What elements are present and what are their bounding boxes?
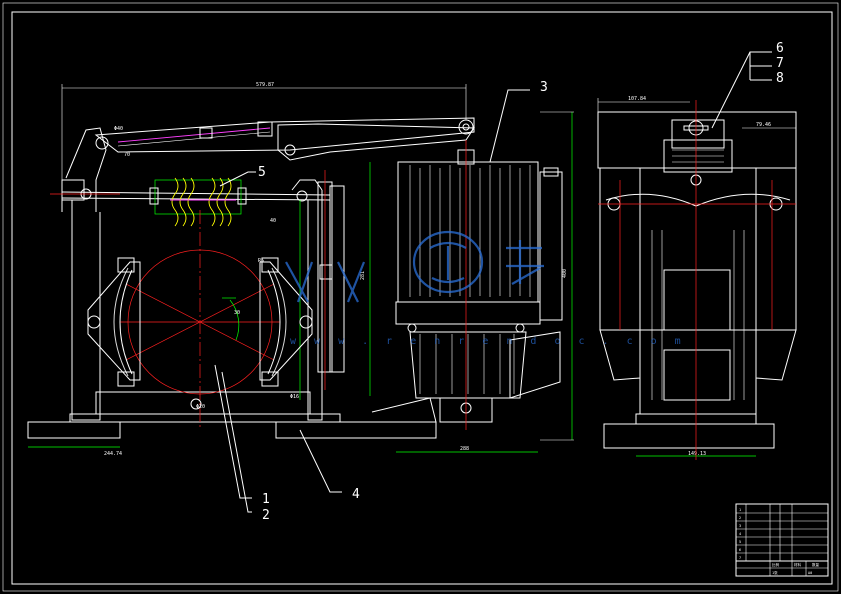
dim-bar-height-text: 281 [360,271,366,280]
side-view: 107.84 79.46 149.13 [597,96,797,460]
dim-shoe-r-text: R5 [258,258,264,264]
dim-side-top-text: 107.84 [628,96,646,102]
dim-angle-text: 30 [234,310,240,316]
dim-top-width: 579.87 [61,82,467,180]
dim-bolt-text: Φ16 [290,394,299,400]
title-footer-qty: 数量 [812,562,820,567]
brake-drum: 30 40 [120,200,301,430]
callout-2: 2 [262,508,270,523]
thruster-motor: 281 400 288 [360,111,574,453]
right-brake-shoe: R5 Φ16 Φ20 [196,257,313,410]
callout-6: 6 [776,41,784,56]
callout-8: 8 [776,71,784,86]
front-view: 579.87 244.74 [27,82,475,457]
callout-3: 3 [540,80,548,95]
title-row-2: 2 [739,516,741,520]
upper-lever: Φ40 70 [94,117,475,161]
watermark-logo: w w w . r e n r e n d o c . c o m [285,230,687,347]
title-row-4: 4 [739,532,741,536]
title-sheet: 1张 [772,570,778,575]
dim-arm-gap-text: 70 [124,152,130,158]
spring-assembly [50,177,331,227]
title-row-3: 3 [739,524,741,528]
title-footer-scale: 比例 [772,562,780,567]
title-row-6: 6 [739,548,741,552]
title-row-1: 1 [739,508,741,512]
dim-arm-size-text: Φ40 [114,126,123,132]
dim-base-left-text: 244.74 [104,451,122,457]
leader-lines [214,51,772,513]
callout-5: 5 [258,165,266,180]
title-row-7: 7 [739,556,741,560]
title-footer-material: 材料 [794,562,802,567]
callout-7: 7 [776,56,784,71]
callout-1: 1 [262,492,270,507]
dim-side-base-text: 149.13 [688,451,706,457]
watermark-url: w w w . r e n r e n d o c . c o m [290,336,687,347]
dim-gap-small-text: 40 [270,218,276,224]
push-rod [317,170,345,390]
brake-frame [61,127,323,421]
title-drawing-no: A0 [808,571,812,575]
title-block: 1 2 3 4 5 6 7 比例 材料 数量 A0 1张 [735,503,829,577]
title-row-5: 5 [739,540,741,544]
dim-motor-width-text: 288 [460,446,469,452]
dim-motor-height-text: 400 [562,269,568,278]
callout-4: 4 [352,487,360,502]
left-brake-shoe [87,257,141,387]
base-plates: 244.74 [27,391,437,457]
dim-top-width-text: 579.87 [256,82,274,88]
dim-side-right-text: 79.46 [756,122,771,128]
